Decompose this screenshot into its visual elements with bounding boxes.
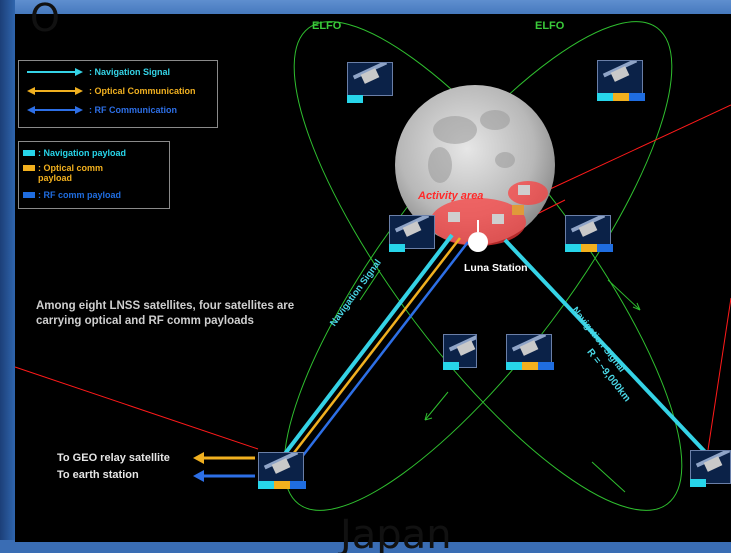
frame-left-band [0, 0, 15, 553]
legend-rf-arrow [27, 106, 83, 114]
luna-station-label: Luna Station [464, 262, 528, 274]
orbit-direction-arrows [359, 269, 641, 493]
luna-station-dish [468, 232, 488, 252]
bar-rf [290, 481, 306, 489]
legend-nav-arrow [27, 68, 83, 76]
bar-nav [597, 93, 613, 101]
payload-legend: : Navigation payload : Optical comm payl… [18, 141, 170, 209]
satellite-moon-left [389, 215, 435, 249]
legend-row-rf: : RF Communication [25, 105, 177, 115]
bar-nav [565, 244, 581, 252]
optical-link-left [289, 237, 461, 459]
red-line-4 [534, 199, 566, 216]
rover-4 [512, 205, 524, 215]
orbit-arrow-head-2 [424, 412, 433, 421]
bar-nav [506, 362, 522, 370]
payload-bars-bottom-right [690, 479, 706, 487]
bar-nav [347, 95, 363, 103]
red-line-1 [14, 366, 259, 450]
payload-rf-swatch [23, 192, 35, 198]
payload-bars-mid-2 [506, 362, 554, 370]
legend-optical-arrow [27, 87, 83, 95]
payload-bars-top-right [597, 93, 645, 101]
luna-station [468, 220, 488, 252]
payload-optical-swatch [23, 165, 35, 171]
payload-bars-moon-left [389, 244, 405, 252]
rover-2 [492, 214, 504, 224]
satellite-top-right [597, 60, 643, 94]
bar-nav [690, 479, 706, 487]
legend-nav-label: : Navigation Signal [89, 67, 171, 77]
relay-rf-head [193, 470, 204, 482]
moon-mare-4 [495, 152, 515, 168]
signal-legend: : Navigation Signal : Optical Communicat… [18, 60, 218, 128]
legend-row-navigation: : Navigation Signal [25, 67, 170, 77]
payload-bars-bottom-left [258, 481, 306, 489]
nav-link-right [503, 238, 710, 457]
legend-rf-label: : RF Communication [89, 105, 177, 115]
orbit-label-right: ELFO [535, 20, 565, 32]
payload-bars-top-left [347, 95, 363, 103]
rover-3 [518, 185, 530, 195]
rf-link-left [297, 241, 469, 463]
orbit-arrow-2 [424, 391, 449, 421]
bar-rf [597, 244, 613, 252]
orbit-label-left: ELFO [312, 20, 342, 32]
orbit-arrow-3 [591, 461, 626, 493]
bar-nav [258, 481, 274, 489]
moon-maria [428, 110, 515, 183]
bar-rf [629, 93, 645, 101]
legend-row-optical: : Optical Communication [25, 86, 196, 96]
relay-arrows [193, 452, 255, 482]
relay-optical-head [193, 452, 204, 464]
bar-optical [581, 244, 597, 252]
payload-nav-label: : Navigation payload [38, 148, 127, 158]
bar-optical [274, 481, 290, 489]
relay-earth-label: To earth station [57, 469, 139, 481]
satellite-top-left [347, 62, 393, 96]
moon-mare-2 [480, 110, 510, 130]
orbit-arrow-4 [359, 269, 381, 301]
red-line-3 [707, 297, 731, 451]
moon-mare-3 [428, 147, 452, 183]
orbit-left [293, 21, 683, 511]
orbit-arrow-head-1 [632, 302, 641, 311]
payload-note: Among eight LNSS satellites, four satell… [36, 300, 295, 327]
surface-rovers [448, 185, 530, 224]
frame-bottom-band [0, 540, 731, 553]
relay-geo-label: To GEO relay satellite [57, 452, 170, 464]
legend-payload-optical: : Optical comm payload [23, 163, 123, 183]
payload-bars-mid-1 [443, 362, 459, 370]
payload-optical-label: : Optical comm payload [38, 163, 104, 183]
bar-optical [613, 93, 629, 101]
bar-nav [389, 244, 405, 252]
payload-bars-moon-right [565, 244, 613, 252]
nav-link-left [282, 233, 454, 457]
bar-optical [522, 362, 538, 370]
legend-payload-nav: : Navigation payload [23, 148, 126, 158]
bar-nav [443, 362, 459, 370]
footer-country-text: Japan [340, 512, 452, 553]
red-line-2 [547, 104, 731, 191]
moon-mare-1 [433, 116, 477, 144]
legend-payload-rf: : RF comm payload [23, 190, 121, 200]
bar-rf [538, 362, 554, 370]
orbit-right [283, 21, 673, 511]
legend-optical-label: : Optical Communication [89, 86, 196, 96]
corner-letter: O [30, 0, 60, 40]
signal-links [282, 233, 710, 463]
payload-nav-swatch [23, 150, 35, 156]
satellite-bottom-left [258, 452, 304, 486]
rover-1 [448, 212, 460, 222]
activity-area-label: Activity area [418, 190, 484, 202]
orbit-arrow-1 [607, 279, 641, 311]
external-red-lines [14, 104, 731, 451]
payload-rf-label: : RF comm payload [38, 190, 122, 200]
